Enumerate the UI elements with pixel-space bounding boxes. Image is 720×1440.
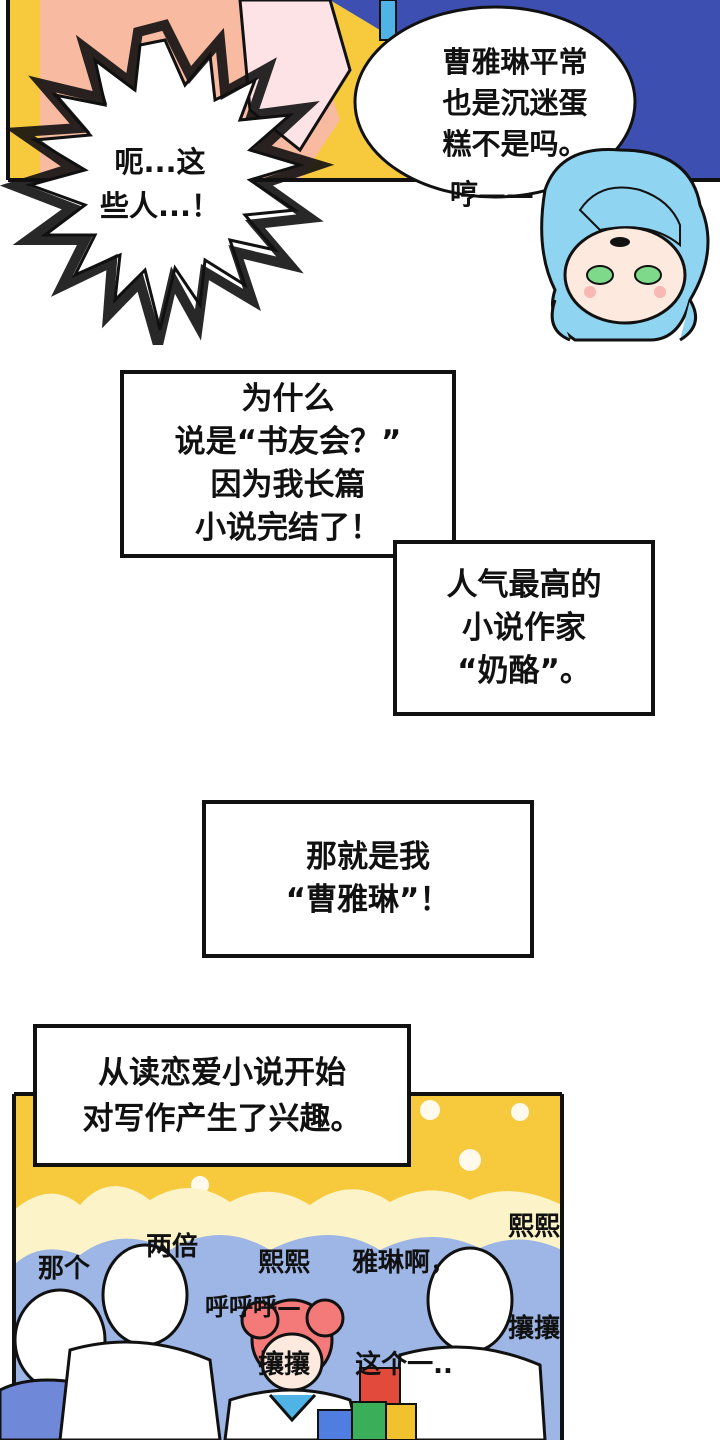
- sfx-hum: 哼——: [450, 178, 535, 211]
- bottom-panel-art: [0, 1092, 564, 1440]
- sfx-yalin-1: 雅琳啊，: [352, 1248, 457, 1278]
- crowd: [0, 1243, 547, 1440]
- narration-box-4: 从读恋爱小说开始 对写作产生了兴趣。: [33, 1024, 411, 1167]
- sfx-huhuhu: 呼呼呼—: [205, 1293, 301, 1321]
- bottom-panel: 熙熙 攘攘 雅琳啊， 这个一.. 熙熙 攘攘 那个 两倍 呼呼呼—: [0, 1090, 720, 1440]
- burst-line-1: 呃...这: [114, 145, 206, 179]
- sfx-yalin: 雅琳啊， 这个一..: [352, 1178, 456, 1440]
- narration-3-line-2: “曹雅琳”！: [285, 882, 451, 918]
- narration-4-line-2: 对写作产生了兴趣。: [82, 1100, 362, 1137]
- sfx-xixi-rangrang-2: 熙熙 攘攘: [508, 1142, 560, 1414]
- sfx-double: 两倍: [146, 1232, 199, 1262]
- burst-bubble-text: 呃...这 些人...！: [85, 140, 235, 228]
- pen: [379, 0, 397, 41]
- speech-bubble-shape: [353, 5, 637, 199]
- sfx-rangrang-1: 攘攘: [258, 1350, 311, 1380]
- sfx-xixi-1: 熙熙: [258, 1248, 311, 1278]
- speech-bubble-text: 曹雅琳平常 也是沉迷蛋 糕不是吗。: [410, 42, 620, 165]
- sfx-xixi-rangrang-1: 熙熙 攘攘: [258, 1178, 310, 1440]
- sfx-xixi-2: 熙熙: [508, 1212, 561, 1242]
- sfx-that: 那个: [38, 1254, 91, 1284]
- narration-2-line-3: “奶酪”。: [457, 652, 591, 689]
- narration-box-3: 那就是我 “曹雅琳”！: [202, 800, 534, 958]
- narration-1-line-1: 为什么: [241, 381, 335, 417]
- narration-2-line-1: 人气最高的: [446, 566, 602, 603]
- narration-box-1: 为什么 说是“书友会？” 因为我长篇 小说完结了！: [120, 370, 456, 558]
- speech-line-3: 糕不是吗。: [442, 127, 588, 161]
- narration-2-line-2: 小说作家: [462, 609, 586, 646]
- sfx-rangrang-2: 攘攘: [508, 1314, 561, 1344]
- narration-1-line-2: 说是“书友会？”: [174, 424, 402, 460]
- narration-1-line-4: 小说完结了！: [195, 510, 381, 546]
- top-panel: 曹雅琳平常 也是沉迷蛋 糕不是吗。 呃...这 些人...！ 哼——: [0, 0, 720, 345]
- speech-line-1: 曹雅琳平常: [442, 45, 588, 79]
- sfx-yalin-2: 这个一..: [355, 1350, 453, 1380]
- gift-boxes: [317, 1367, 417, 1440]
- burst-line-2: 些人...！: [99, 189, 221, 223]
- speech-line-2: 也是沉迷蛋: [442, 86, 588, 120]
- narration-1-line-3: 因为我长篇: [210, 467, 366, 503]
- narration-3-line-1: 那就是我: [306, 839, 430, 875]
- chibi-character: [540, 148, 710, 342]
- narration-box-2: 人气最高的 小说作家 “奶酪”。: [393, 540, 655, 716]
- narration-4-line-1: 从读恋爱小说开始: [98, 1054, 346, 1091]
- top-panel-art: [0, 0, 720, 345]
